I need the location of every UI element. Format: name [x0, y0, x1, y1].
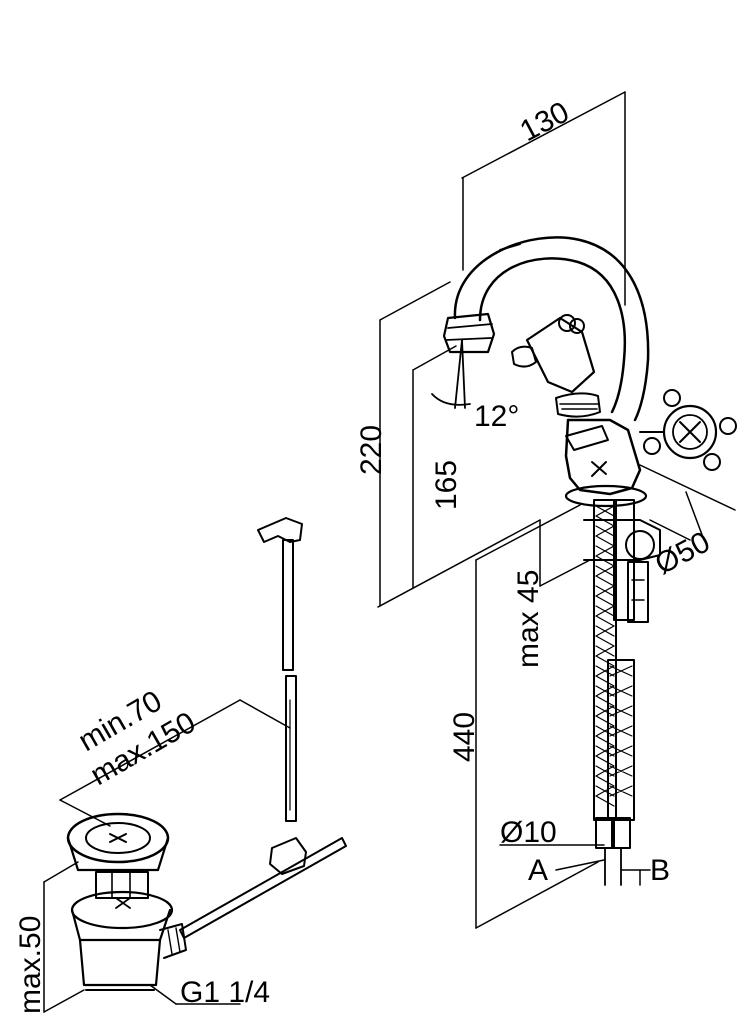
faucet-drawing: 130 220 165 12°	[355, 91, 737, 929]
left-cross-handle	[511, 314, 601, 418]
hose-length-label: 440	[448, 712, 481, 762]
deck-thickness-dimension	[475, 504, 591, 929]
rod-length-dimension	[59, 699, 291, 827]
total-height-label: 220	[355, 425, 388, 475]
spout-height-label: 165	[430, 460, 463, 510]
thread-leader	[149, 984, 241, 1005]
hose-a-label: A	[528, 854, 548, 887]
hose-b-label: B	[650, 854, 670, 887]
total-height-dimension	[377, 281, 541, 608]
waste-max-height-label: max.50	[14, 916, 47, 1014]
faucet-body	[564, 418, 648, 508]
faucet-spout	[442, 236, 650, 422]
pull-rod	[257, 517, 303, 822]
right-cross-handle	[639, 389, 737, 471]
spout-width-label: 130	[515, 96, 575, 149]
spout-angle-label: 12°	[474, 400, 519, 433]
spout-angle-indicator	[431, 339, 471, 409]
lever-linkage	[179, 837, 347, 939]
hose-connector-labels	[499, 844, 651, 886]
thread-label: G1 1/4	[180, 976, 270, 1009]
waste-height-dimension	[43, 861, 85, 1013]
hose-diameter-label: Ø10	[500, 816, 557, 849]
drain-body	[66, 812, 187, 991]
max-deck-thickness-label: max 45	[512, 570, 545, 668]
waste-drawing: min.70 max.150 max.5	[14, 517, 347, 1014]
supply-hoses	[593, 499, 635, 886]
hose-length-dimension	[475, 861, 599, 929]
mounting-bracket	[583, 519, 661, 623]
base-diameter-dimension	[639, 464, 736, 541]
